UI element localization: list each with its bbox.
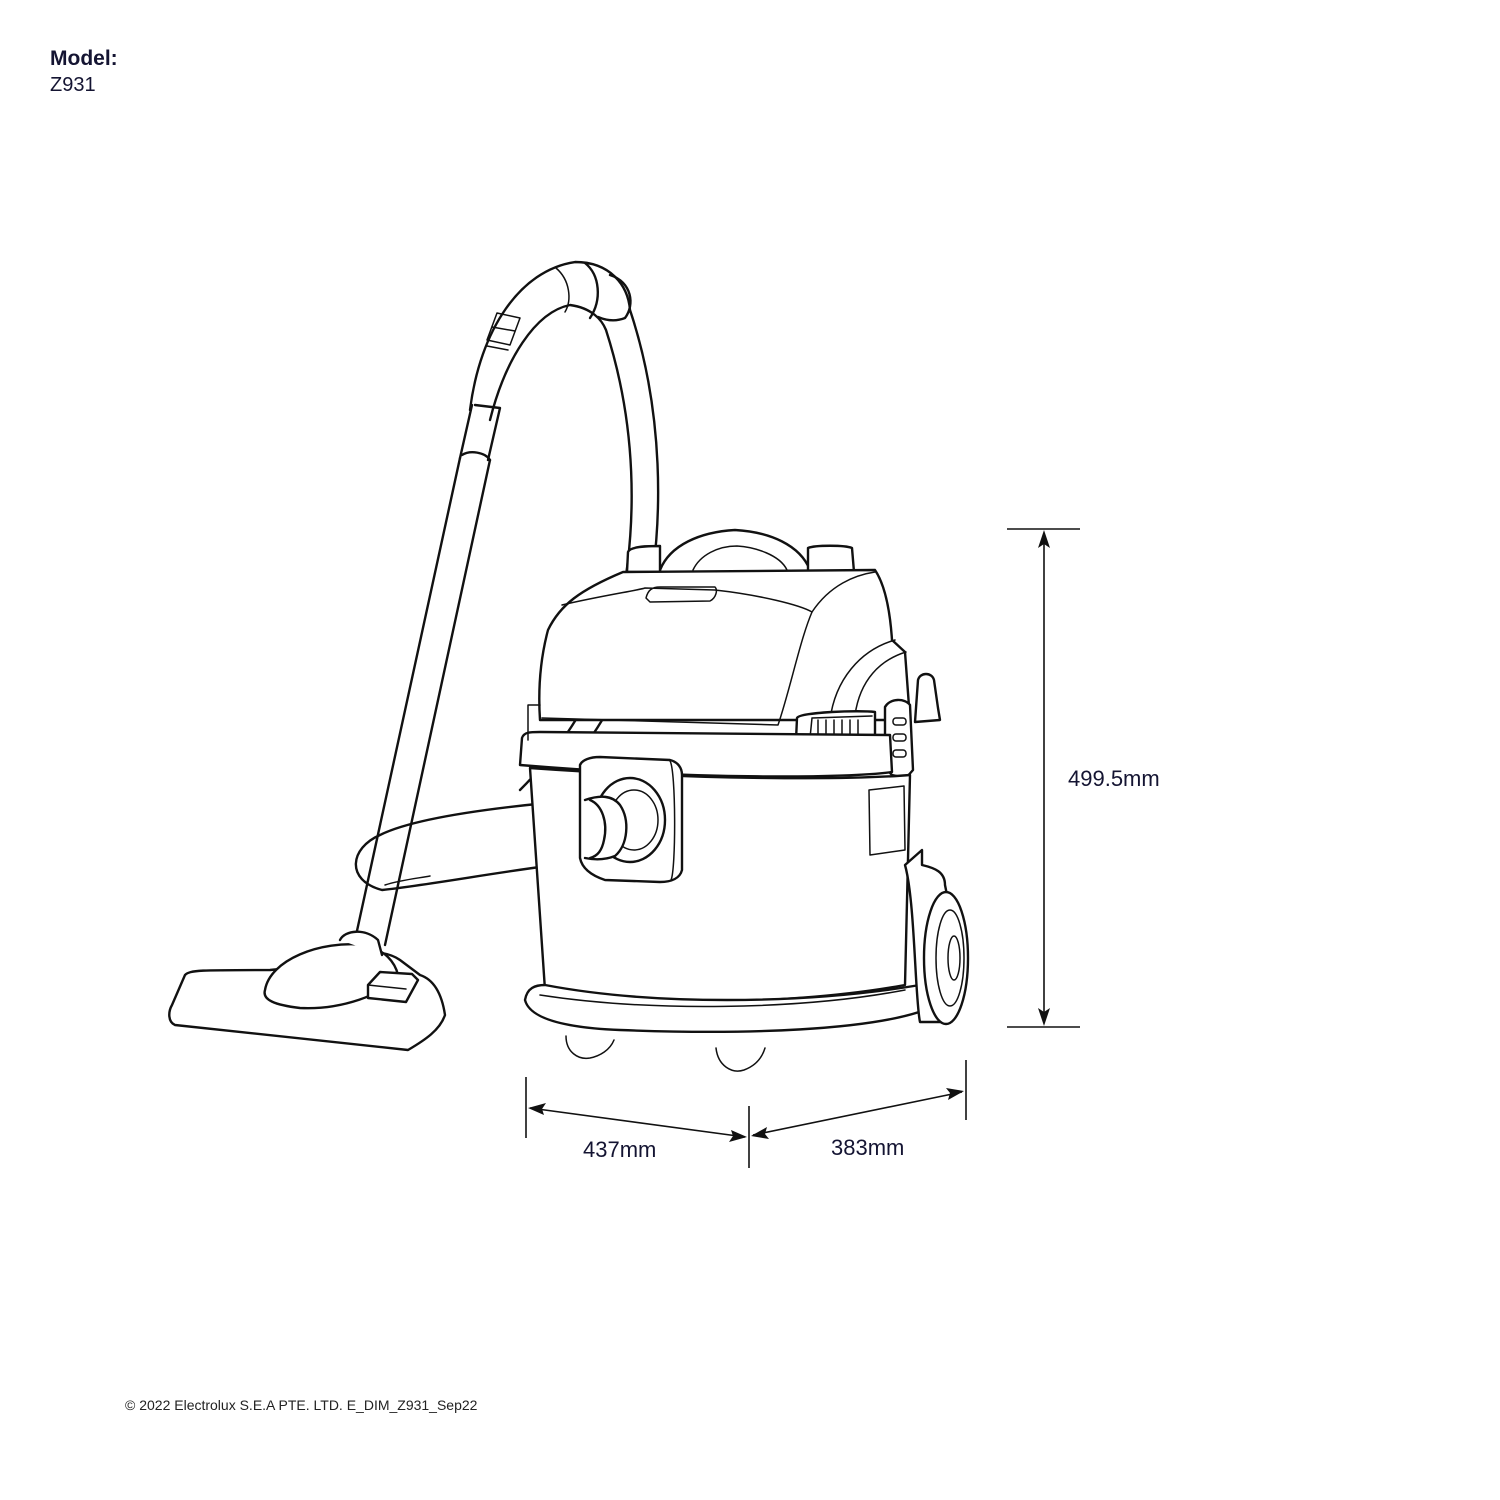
telescopic-wand [353,403,502,947]
copyright-footer: © 2022 Electrolux S.E.A PTE. LTD. E_DIM_… [125,1397,478,1413]
width-dimension-label: 437mm [583,1137,657,1162]
depth-dimension-line [751,1060,967,1139]
height-dimension-line [1007,528,1080,1028]
model-number: Z931 [50,74,96,96]
vacuum-body [518,528,970,1072]
model-label: Model: [50,47,118,70]
floor-nozzle [168,930,447,1052]
width-dimension-line [525,1077,750,1168]
model-info: Model: Z931 [50,46,118,98]
height-dimension-label: 499.5mm [1068,766,1160,791]
depth-dimension-label: 383mm [831,1135,905,1160]
